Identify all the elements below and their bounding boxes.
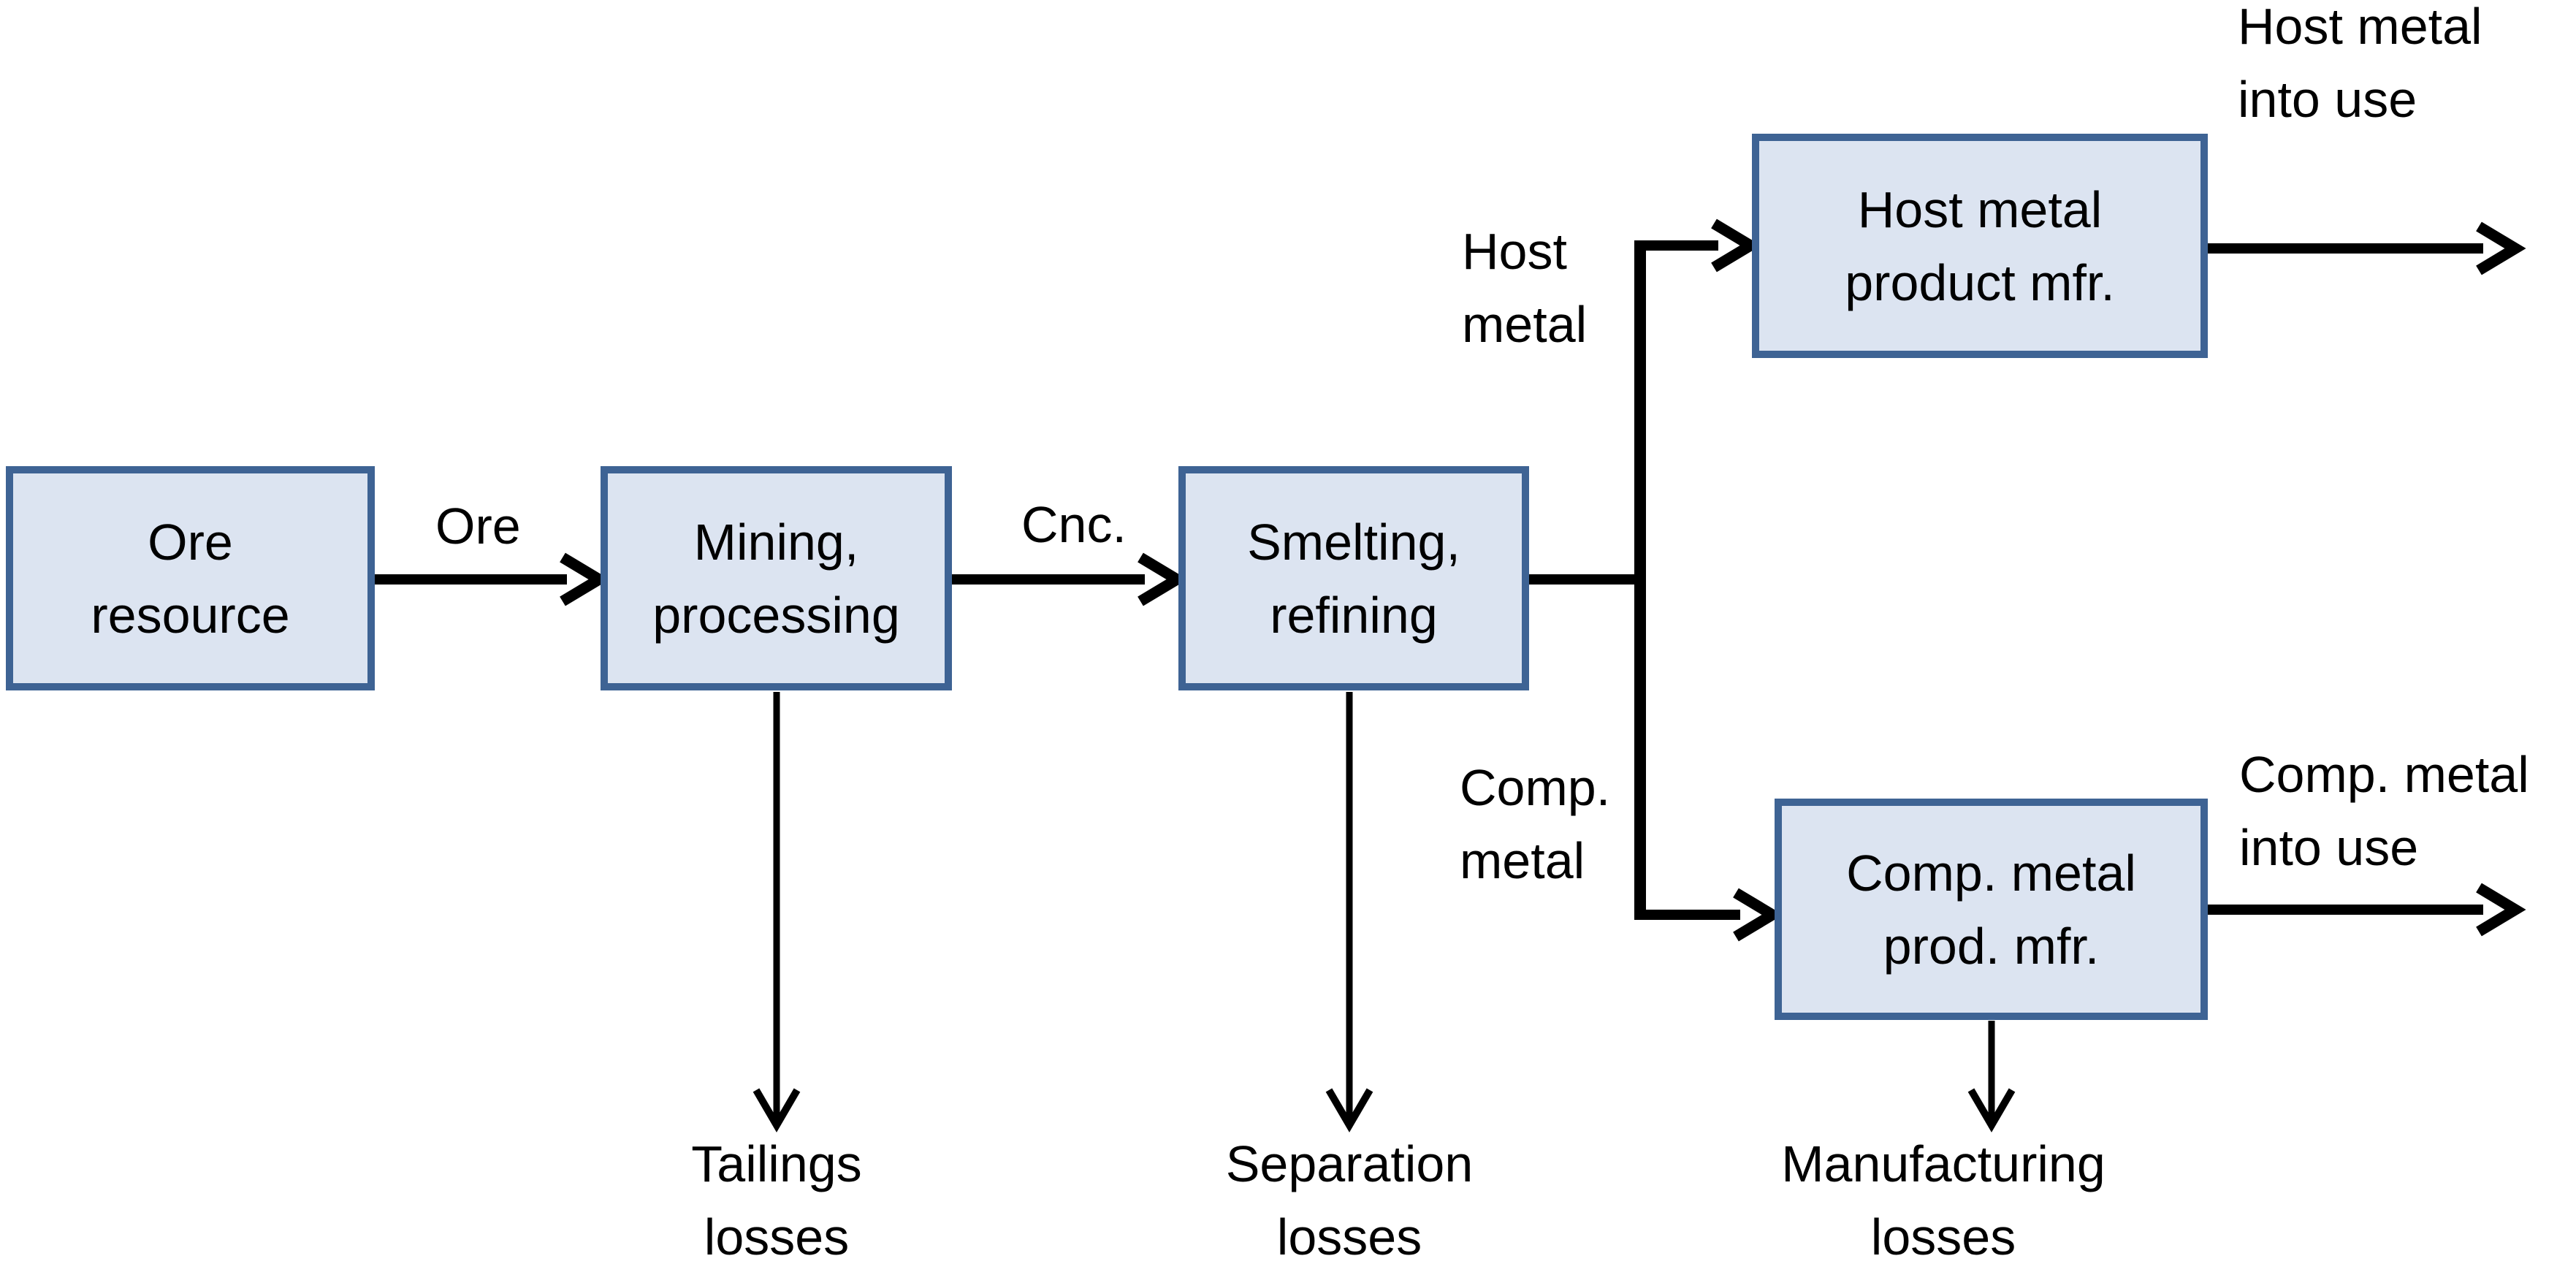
- arrow-ore-to-mining: [375, 552, 610, 606]
- node-ore-resource: Ore resource: [6, 466, 375, 690]
- flow-label-host-metal: Host metal: [1462, 223, 1588, 353]
- arrow-mining-tailings-losses: [752, 692, 801, 1132]
- flow-label-host-metal-into-use: Host metal into use: [2238, 0, 2482, 128]
- loss-label-tailings: Tailings losses: [691, 1135, 862, 1265]
- node-smelting-refining: Smelting, refining: [1178, 466, 1529, 690]
- node-mining-processing: Mining, processing: [601, 466, 952, 690]
- connector-smelting-to-branch: [1529, 240, 1646, 920]
- arrow-host-into-use: [2208, 221, 2526, 275]
- arrow-branch-to-host-mfr: [1635, 218, 1761, 273]
- node-comp-metal-prod-mfr: Comp. metal prod. mfr.: [1775, 799, 2208, 1020]
- loss-label-separation: Separation losses: [1225, 1135, 1474, 1265]
- node-host-metal-product-mfr: Host metal product mfr.: [1752, 134, 2208, 358]
- arrow-mining-to-smelting: [952, 552, 1188, 606]
- arrow-smelting-separation-losses: [1325, 692, 1373, 1132]
- arrow-comp-into-use: [2208, 883, 2526, 937]
- flow-label-comp-metal-into-use: Comp. metal into use: [2239, 746, 2529, 876]
- flow-label-cnc: Cnc.: [1021, 496, 1127, 553]
- arrow-comp-manufacturing-losses: [1967, 1021, 2016, 1132]
- loss-label-manufacturing: Manufacturing losses: [1781, 1135, 2106, 1265]
- flow-label-comp-metal: Comp. metal: [1460, 759, 1611, 889]
- flow-label-ore: Ore: [435, 498, 521, 555]
- arrow-branch-to-comp-mfr: [1635, 888, 1783, 942]
